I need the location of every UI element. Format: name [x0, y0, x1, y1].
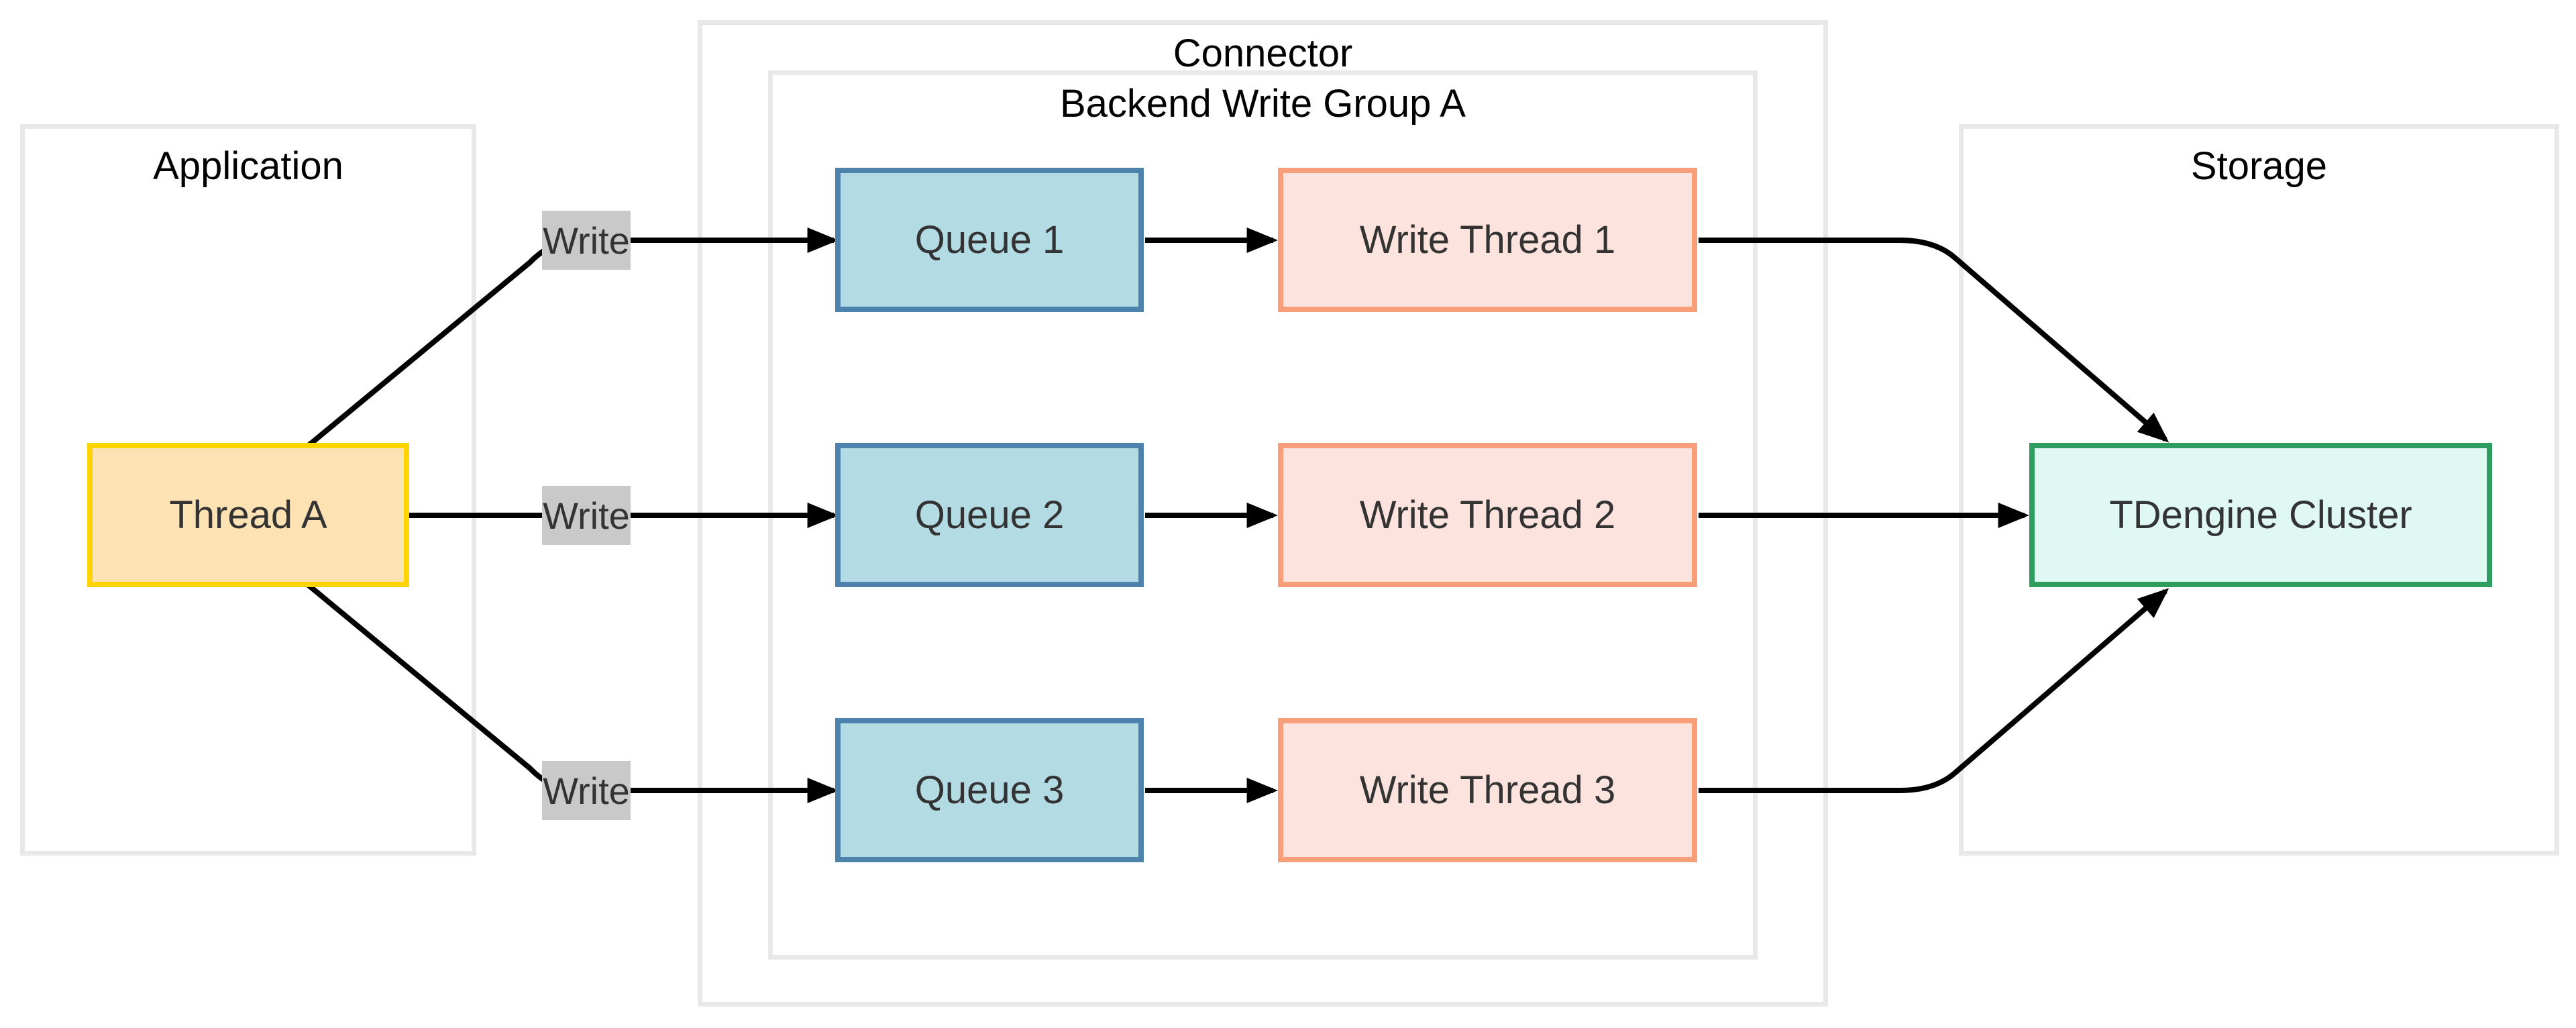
write-thread-3-node: Write Thread 3 — [1278, 718, 1697, 862]
queue-2-node: Queue 2 — [835, 443, 1144, 587]
edge-thread-a-to-queue-1 — [300, 227, 839, 454]
connector-label: Connector — [1173, 32, 1353, 75]
thread-a-node-label: Thread A — [169, 493, 327, 537]
write-thread-2-node-label: Write Thread 2 — [1359, 493, 1616, 537]
edge-thread-a-to-queue-3 — [300, 577, 839, 804]
tdengine-cluster-node: TDengine Cluster — [2029, 443, 2492, 587]
write-thread-1-node: Write Thread 1 — [1278, 168, 1697, 312]
edge-label-write-1: Write — [542, 211, 631, 270]
storage-label: Storage — [2190, 144, 2328, 188]
edge-write-thread-1-to-tdengine — [1699, 238, 2169, 443]
tdengine-cluster-node-label: TDengine Cluster — [2109, 493, 2412, 537]
write-thread-3-node-label: Write Thread 3 — [1359, 768, 1616, 812]
thread-a-node: Thread A — [87, 443, 409, 587]
edge-label-write-3: Write — [542, 761, 631, 820]
queue-1-node: Queue 1 — [835, 168, 1144, 312]
edge-label-write-2: Write — [542, 486, 631, 545]
application-label: Application — [153, 144, 343, 188]
queue-2-node-label: Queue 2 — [914, 493, 1065, 537]
queue-1-node-label: Queue 1 — [914, 218, 1065, 262]
write-thread-1-node-label: Write Thread 1 — [1359, 218, 1616, 262]
queue-3-node-label: Queue 3 — [914, 768, 1065, 812]
write-thread-2-node: Write Thread 2 — [1278, 443, 1697, 587]
backend-write-group-a-label: Backend Write Group A — [1059, 82, 1466, 125]
edge-write-thread-3-to-tdengine — [1699, 588, 2169, 793]
queue-3-node: Queue 3 — [835, 718, 1144, 862]
